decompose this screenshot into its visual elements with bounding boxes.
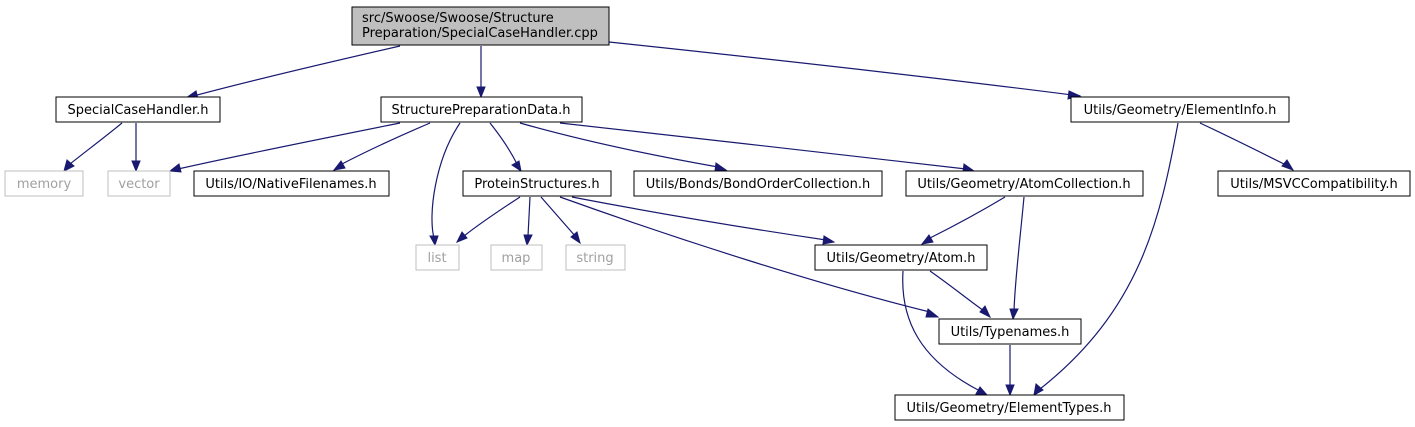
edge-root-to-element_info_h (608, 41, 1082, 100)
edges-layer (63, 41, 1295, 397)
node-label: StructurePreparationData.h (392, 103, 571, 118)
arrowhead-icon (523, 234, 533, 247)
edge-structure_preparation_data_h-to-protein_structures_h (489, 122, 522, 173)
arrowhead-icon (822, 235, 836, 245)
edge-structure_preparation_data_h-to-list (429, 122, 461, 247)
edge-root-to-structure_preparation_data_h (476, 46, 486, 99)
edge-line (69, 122, 123, 165)
node-atom-collection-h[interactable]: Utils/Geometry/AtomCollection.h (905, 170, 1144, 197)
edge-protein_structures_h-to-atom_h (571, 196, 836, 245)
arrowhead-icon (979, 305, 992, 319)
edge-line (559, 196, 931, 313)
arrowhead-icon (476, 86, 486, 99)
node-label: Utils/Typenames.h (951, 325, 1070, 340)
node-label: Utils/Geometry/ElementTypes.h (906, 401, 1111, 416)
arrowhead-icon (1281, 159, 1295, 171)
node-label: memory (17, 177, 72, 192)
node-map[interactable]: map (490, 244, 543, 271)
node-root-file[interactable]: src/Swoose/Swoose/Structure Preparation/… (351, 6, 610, 46)
arrowhead-icon (131, 160, 141, 173)
edge-atom_collection_h-to-atom_h (920, 196, 1006, 245)
root-line-2: Preparation/SpecialCaseHandler.cpp (362, 26, 598, 41)
edge-line (1199, 122, 1287, 166)
arrowhead-icon (429, 235, 439, 247)
arrowhead-icon (714, 162, 728, 172)
edge-line (571, 196, 827, 241)
edge-atom_collection_h-to-typenames_h (1009, 196, 1025, 321)
node-memory[interactable]: memory (4, 170, 84, 197)
edge-line (185, 45, 401, 99)
node-label: string (576, 251, 613, 266)
arrowhead-icon (63, 159, 75, 172)
node-typenames-h[interactable]: Utils/Typenames.h (938, 318, 1082, 345)
edge-typenames_h-to-element_types_h (1005, 345, 1015, 397)
arrowhead-icon (570, 231, 581, 245)
node-label: Utils/MSVCCompatibility.h (1230, 177, 1397, 192)
node-label: list (427, 251, 446, 266)
node-label: Utils/Geometry/ElementInfo.h (1084, 103, 1277, 118)
node-label: SpecialCaseHandler.h (67, 103, 208, 118)
edge-line (1013, 196, 1025, 312)
edge-line (902, 270, 981, 392)
edge-structure_preparation_data_h-to-native_filenames_h (332, 122, 431, 171)
edge-root-to-special_case_handler_h (184, 45, 401, 100)
edge-line (431, 122, 461, 239)
edge-line (177, 122, 401, 170)
edge-line (929, 196, 1006, 239)
node-bond-order-collection-h[interactable]: Utils/Bonds/BondOrderCollection.h (633, 170, 883, 197)
edge-protein_structures_h-to-list (455, 196, 521, 243)
edge-atom_h-to-typenames_h (929, 270, 992, 319)
node-protein-structures-h[interactable]: ProteinStructures.h (462, 170, 612, 197)
root-line-1: src/Swoose/Swoose/Structure (362, 11, 554, 26)
edge-line (341, 122, 431, 165)
edge-line (1039, 122, 1179, 390)
node-label: vector (118, 177, 160, 192)
arrowhead-icon (455, 231, 468, 243)
edge-line (463, 196, 521, 237)
arrowhead-icon (975, 386, 989, 396)
node-msvc-compatibility-h[interactable]: Utils/MSVCCompatibility.h (1217, 170, 1411, 197)
node-element-info-h[interactable]: Utils/Geometry/ElementInfo.h (1070, 96, 1290, 123)
edge-protein_structures_h-to-map (523, 196, 533, 247)
arrowhead-icon (168, 163, 182, 173)
edge-special_case_handler_h-to-vector (131, 123, 141, 173)
edge-line (519, 122, 719, 168)
node-label: Utils/Geometry/AtomCollection.h (917, 177, 1130, 192)
edge-line (489, 122, 518, 165)
node-label: Utils/IO/NativeFilenames.h (205, 177, 376, 192)
edge-line (608, 41, 1081, 97)
node-element-types-h[interactable]: Utils/Geometry/ElementTypes.h (894, 394, 1125, 421)
edge-element_info_h-to-msvc_compatibility_h (1199, 122, 1295, 171)
edge-protein_structures_h-to-typenames_h (559, 196, 940, 318)
nodes-layer: src/Swoose/Swoose/Structure Preparation/… (4, 6, 1411, 421)
node-native-filenames-h[interactable]: Utils/IO/NativeFilenames.h (193, 170, 390, 197)
edge-line (527, 196, 531, 237)
edge-special_case_handler_h-to-memory (63, 122, 123, 172)
edge-line (559, 122, 967, 170)
node-label: Utils/Bonds/BondOrderCollection.h (646, 177, 871, 192)
edge-protein_structures_h-to-string (540, 196, 581, 245)
node-label: ProteinStructures.h (474, 177, 599, 192)
arrowhead-icon (920, 234, 934, 245)
edge-structure_preparation_data_h-to-atom_collection_h (559, 122, 976, 173)
arrowhead-icon (332, 160, 346, 171)
node-label: Utils/Geometry/Atom.h (827, 251, 976, 266)
arrowhead-icon (1033, 383, 1044, 396)
edge-structure_preparation_data_h-to-vector (168, 122, 401, 173)
edge-line (540, 196, 577, 238)
edge-element_info_h-to-element_types_h (1033, 122, 1179, 396)
node-vector[interactable]: vector (107, 170, 171, 197)
arrowhead-icon (925, 308, 940, 318)
node-special-case-handler-h[interactable]: SpecialCaseHandler.h (55, 96, 221, 123)
node-label: map (502, 251, 531, 266)
arrowhead-icon (1009, 308, 1019, 321)
arrowhead-icon (1005, 384, 1015, 397)
node-structure-preparation-data-h[interactable]: StructurePreparationData.h (380, 96, 583, 123)
node-list[interactable]: list (415, 244, 460, 271)
arrowhead-icon (511, 160, 522, 173)
node-string[interactable]: string (565, 244, 626, 271)
edge-line (929, 270, 985, 312)
node-atom-h[interactable]: Utils/Geometry/Atom.h (814, 244, 988, 271)
